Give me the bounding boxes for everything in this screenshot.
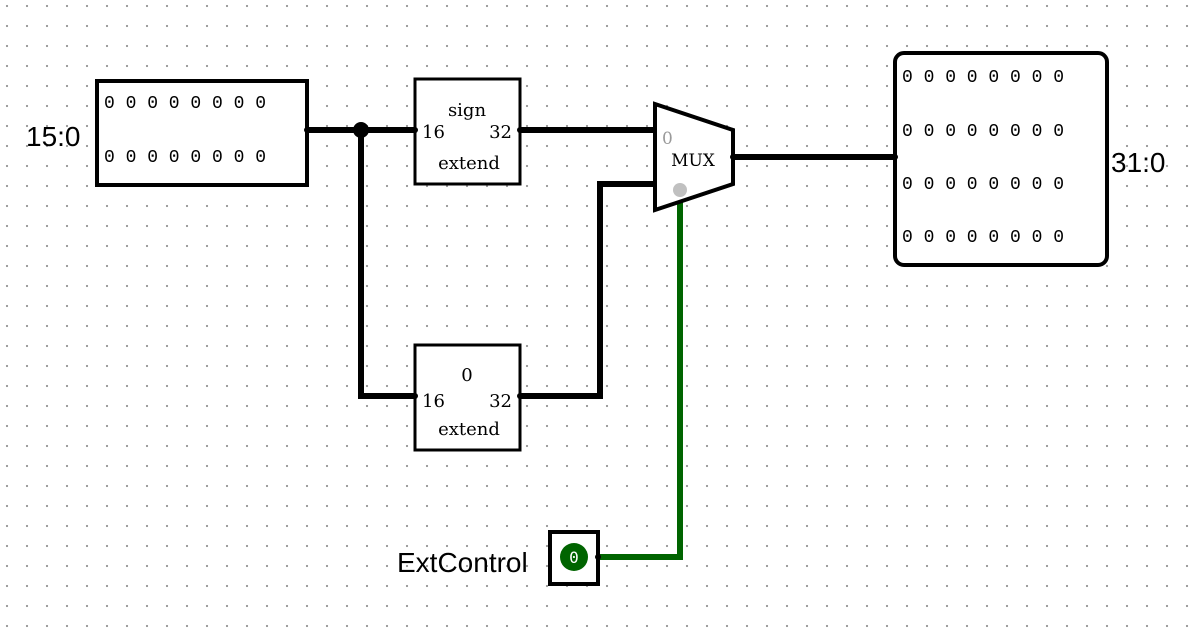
input-pin-row-0: 0 0 0 0 0 0 0 0 xyxy=(104,94,266,114)
output-pin-row-1: 0 0 0 0 0 0 0 0 xyxy=(902,122,1064,142)
control-out-port xyxy=(595,554,601,560)
sign-extend-subtitle: extend xyxy=(438,153,500,174)
control-value: 0 xyxy=(569,548,579,567)
wire-control-to-mux-select xyxy=(598,198,683,560)
input-pin[interactable]: 0 0 0 0 0 0 0 0 0 0 0 0 0 0 0 0 xyxy=(95,79,310,187)
sign-extend-title: sign xyxy=(448,100,487,121)
zero-extend-out-width: 32 xyxy=(489,391,512,412)
output-pin[interactable]: 0 0 0 0 0 0 0 0 0 0 0 0 0 0 0 0 0 0 0 0 … xyxy=(892,51,1109,267)
output-pin-label: 31:0 xyxy=(1111,147,1166,178)
input-pin-port xyxy=(304,127,310,133)
sign-extend-in-width: 16 xyxy=(422,122,445,143)
output-pin-row-3: 0 0 0 0 0 0 0 0 xyxy=(902,228,1064,248)
sign-extend-in-port xyxy=(412,127,418,133)
control-label: ExtControl xyxy=(397,547,528,578)
wire-junction-dot xyxy=(353,122,369,138)
zero-extend-block[interactable]: 0 16 32 extend xyxy=(412,343,523,452)
control-pin[interactable]: 0 xyxy=(548,530,601,586)
wire-junction-to-zero-extend xyxy=(358,130,415,399)
mux[interactable]: 0 MUX xyxy=(653,101,736,213)
sign-extend-out-port xyxy=(517,127,523,133)
mux-body[interactable] xyxy=(653,101,735,213)
sign-extend-box[interactable] xyxy=(413,77,522,186)
mux-label: MUX xyxy=(671,151,716,171)
mux-out-port xyxy=(730,154,736,160)
zero-extend-subtitle: extend xyxy=(438,419,500,440)
mux-select-indicator xyxy=(673,183,687,197)
mux-input0-label: 0 xyxy=(662,129,673,149)
wire-zero-extend-to-mux xyxy=(520,181,655,399)
output-pin-row-2: 0 0 0 0 0 0 0 0 xyxy=(902,175,1064,195)
control-led[interactable] xyxy=(560,543,588,571)
output-pin-port xyxy=(892,154,898,160)
zero-extend-title: 0 xyxy=(461,365,472,386)
input-pin-label: 15:0 xyxy=(26,121,81,152)
input-pin-row-1: 0 0 0 0 0 0 0 0 xyxy=(104,148,266,168)
sign-extend-block[interactable]: sign 16 32 extend xyxy=(412,77,523,186)
zero-extend-in-width: 16 xyxy=(422,391,445,412)
bus-wires xyxy=(307,127,895,399)
zero-extend-in-port xyxy=(412,393,418,399)
zero-extend-box[interactable] xyxy=(413,343,522,452)
zero-extend-out-port xyxy=(517,393,523,399)
input-pin-box[interactable] xyxy=(95,79,309,187)
output-pin-row-0: 0 0 0 0 0 0 0 0 xyxy=(902,68,1064,88)
sign-extend-out-width: 32 xyxy=(489,122,512,143)
